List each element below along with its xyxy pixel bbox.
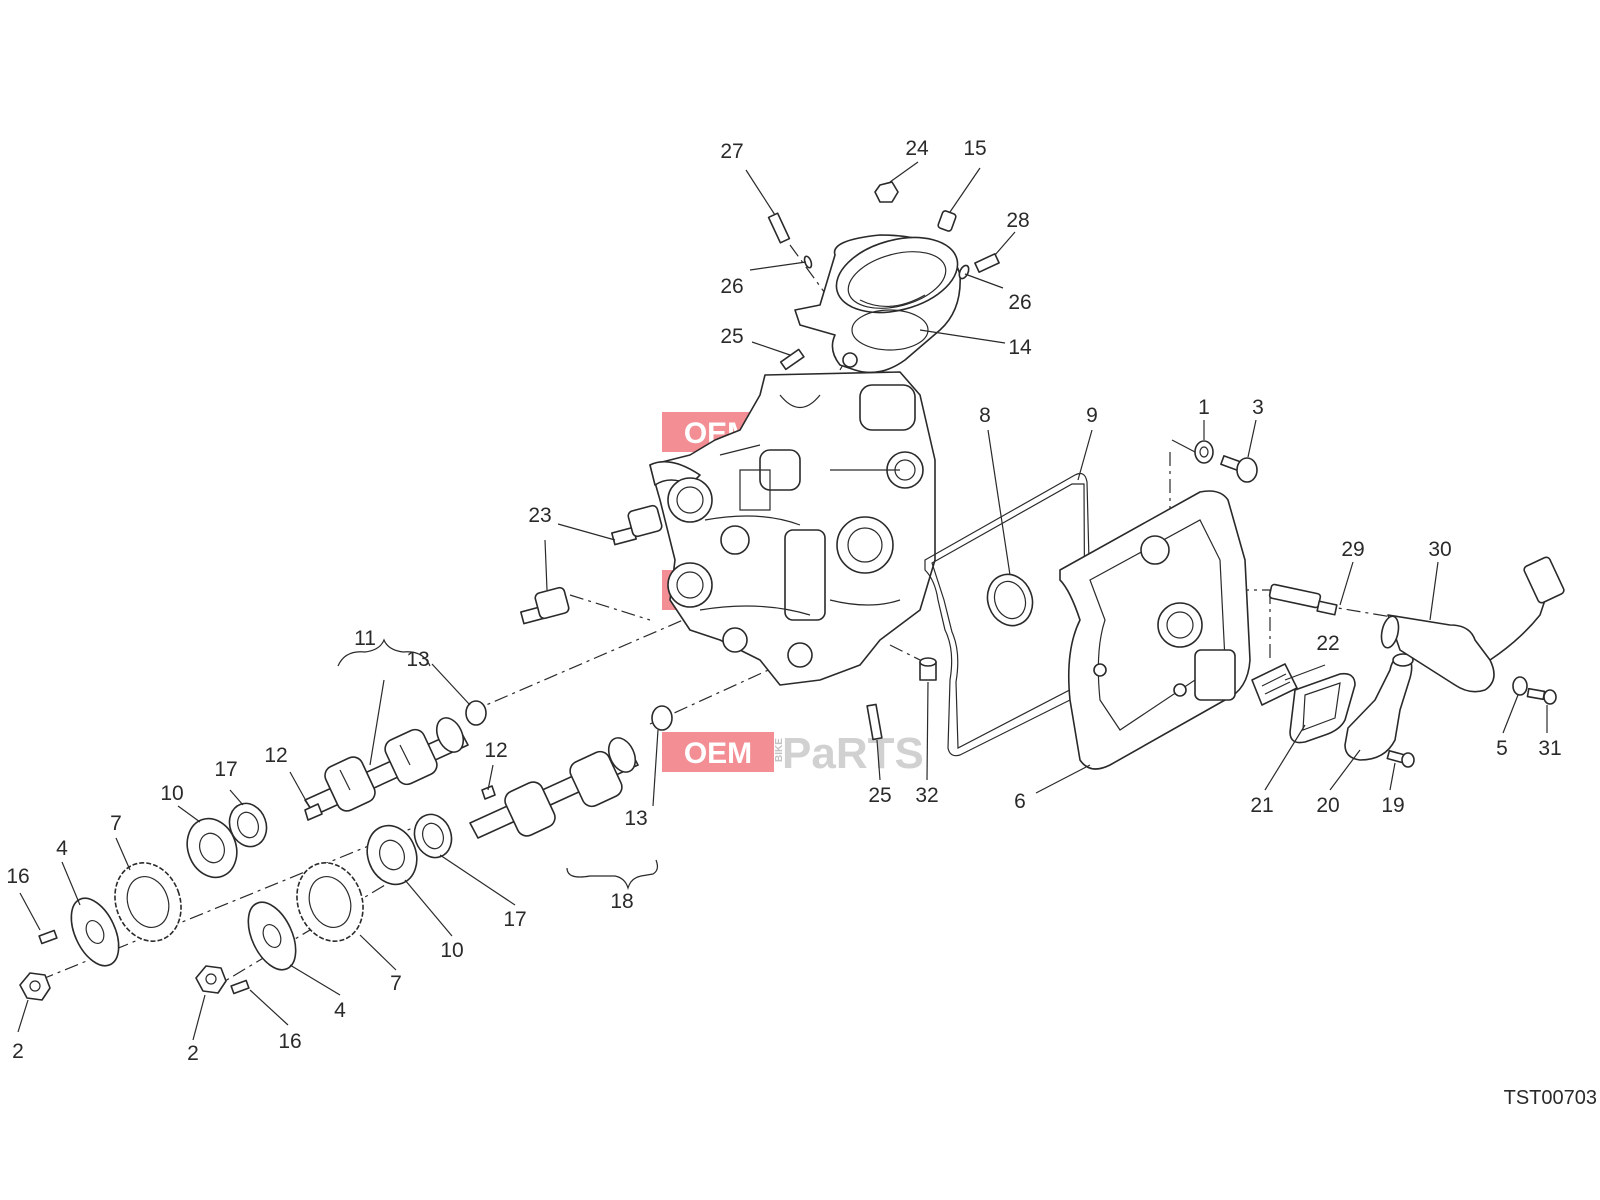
callout-30: 30 <box>1428 538 1451 561</box>
nut-part-2 <box>19 965 227 1001</box>
callout-2: 2 <box>187 1042 199 1065</box>
washer-part-5 <box>1512 676 1528 696</box>
callout-27: 27 <box>720 140 743 163</box>
callout-13: 13 <box>624 807 647 830</box>
plug-part-13 <box>465 700 487 726</box>
stud-part-23 <box>520 504 663 625</box>
callout-21: 21 <box>1250 794 1273 817</box>
washer-part-1 <box>1194 440 1214 464</box>
callout-17: 17 <box>503 908 526 931</box>
callout-1: 1 <box>1198 396 1210 419</box>
callout-10: 10 <box>160 782 183 805</box>
plate-part-4 <box>70 897 297 971</box>
callout-9: 9 <box>1086 404 1098 427</box>
callouts: 1 3 27 24 15 28 26 26 25 14 8 9 23 29 30… <box>6 137 1561 1065</box>
callout-4: 4 <box>334 999 346 1022</box>
ring-part-8 <box>986 573 1034 627</box>
gasket-part-21 <box>1289 672 1356 744</box>
throttle-body-part-14 <box>794 234 961 374</box>
filter-part-22 <box>1251 663 1298 706</box>
callout-32: 32 <box>915 784 938 807</box>
callout-16: 16 <box>278 1030 301 1053</box>
leader-lines <box>17 161 1548 1041</box>
watermark-oem: OEM <box>684 737 752 770</box>
screw-part-19 <box>1386 750 1415 768</box>
callout-14: 14 <box>1008 336 1032 359</box>
callout-20: 20 <box>1316 794 1339 817</box>
callout-12: 12 <box>484 739 507 762</box>
callout-15: 15 <box>963 137 986 160</box>
callout-25: 25 <box>868 784 891 807</box>
sensor-part-29 <box>1268 583 1338 616</box>
callout-17: 17 <box>214 758 237 781</box>
callout-19: 19 <box>1381 794 1404 817</box>
callout-26: 26 <box>1008 291 1031 314</box>
callout-3: 3 <box>1252 396 1264 419</box>
callout-28: 28 <box>1006 209 1029 232</box>
callout-5: 5 <box>1496 737 1508 760</box>
dowel-part-32 <box>919 657 937 681</box>
callout-7: 7 <box>110 812 122 835</box>
head-cover-part-6 <box>1059 490 1251 770</box>
callout-12: 12 <box>264 744 287 767</box>
callout-31: 31 <box>1538 737 1561 760</box>
callout-25: 25 <box>720 325 743 348</box>
cylinder-head <box>649 371 936 686</box>
watermark-parts: PaRTS <box>782 729 924 778</box>
callout-29: 29 <box>1341 538 1364 561</box>
callout-23: 23 <box>528 504 551 527</box>
callout-13: 13 <box>406 648 429 671</box>
callout-22: 22 <box>1316 632 1339 655</box>
screw-part-3 <box>1220 455 1258 483</box>
stud-part-25 <box>866 703 883 741</box>
key-part-12 <box>304 785 496 821</box>
small-parts-top <box>767 181 1000 371</box>
callout-7: 7 <box>390 972 402 995</box>
callout-6: 6 <box>1014 790 1026 813</box>
pulley-part-10 <box>186 817 418 886</box>
callout-2: 2 <box>12 1040 24 1063</box>
camshaft-part-18 <box>469 737 639 839</box>
screw-part-31 <box>1526 687 1557 705</box>
sensor-part-30 <box>1380 556 1565 693</box>
callout-4: 4 <box>56 837 68 860</box>
callout-11: 11 <box>354 627 376 650</box>
camshaft-part-11 <box>304 717 469 816</box>
callout-24: 24 <box>905 137 929 160</box>
diagram-reference-code: TST00703 <box>1504 1087 1597 1109</box>
callout-26: 26 <box>720 275 743 298</box>
callout-10: 10 <box>440 939 463 962</box>
seal-part-17 <box>228 802 453 859</box>
callout-18: 18 <box>610 890 633 913</box>
callout-8: 8 <box>979 404 991 427</box>
watermark-bike: BIKE <box>774 738 785 762</box>
sprocket-part-7 <box>114 862 364 942</box>
screw-part-16 <box>38 929 250 995</box>
callout-16: 16 <box>6 865 29 888</box>
plug-part-13b <box>651 705 673 731</box>
breather-part-20 <box>1344 653 1414 761</box>
